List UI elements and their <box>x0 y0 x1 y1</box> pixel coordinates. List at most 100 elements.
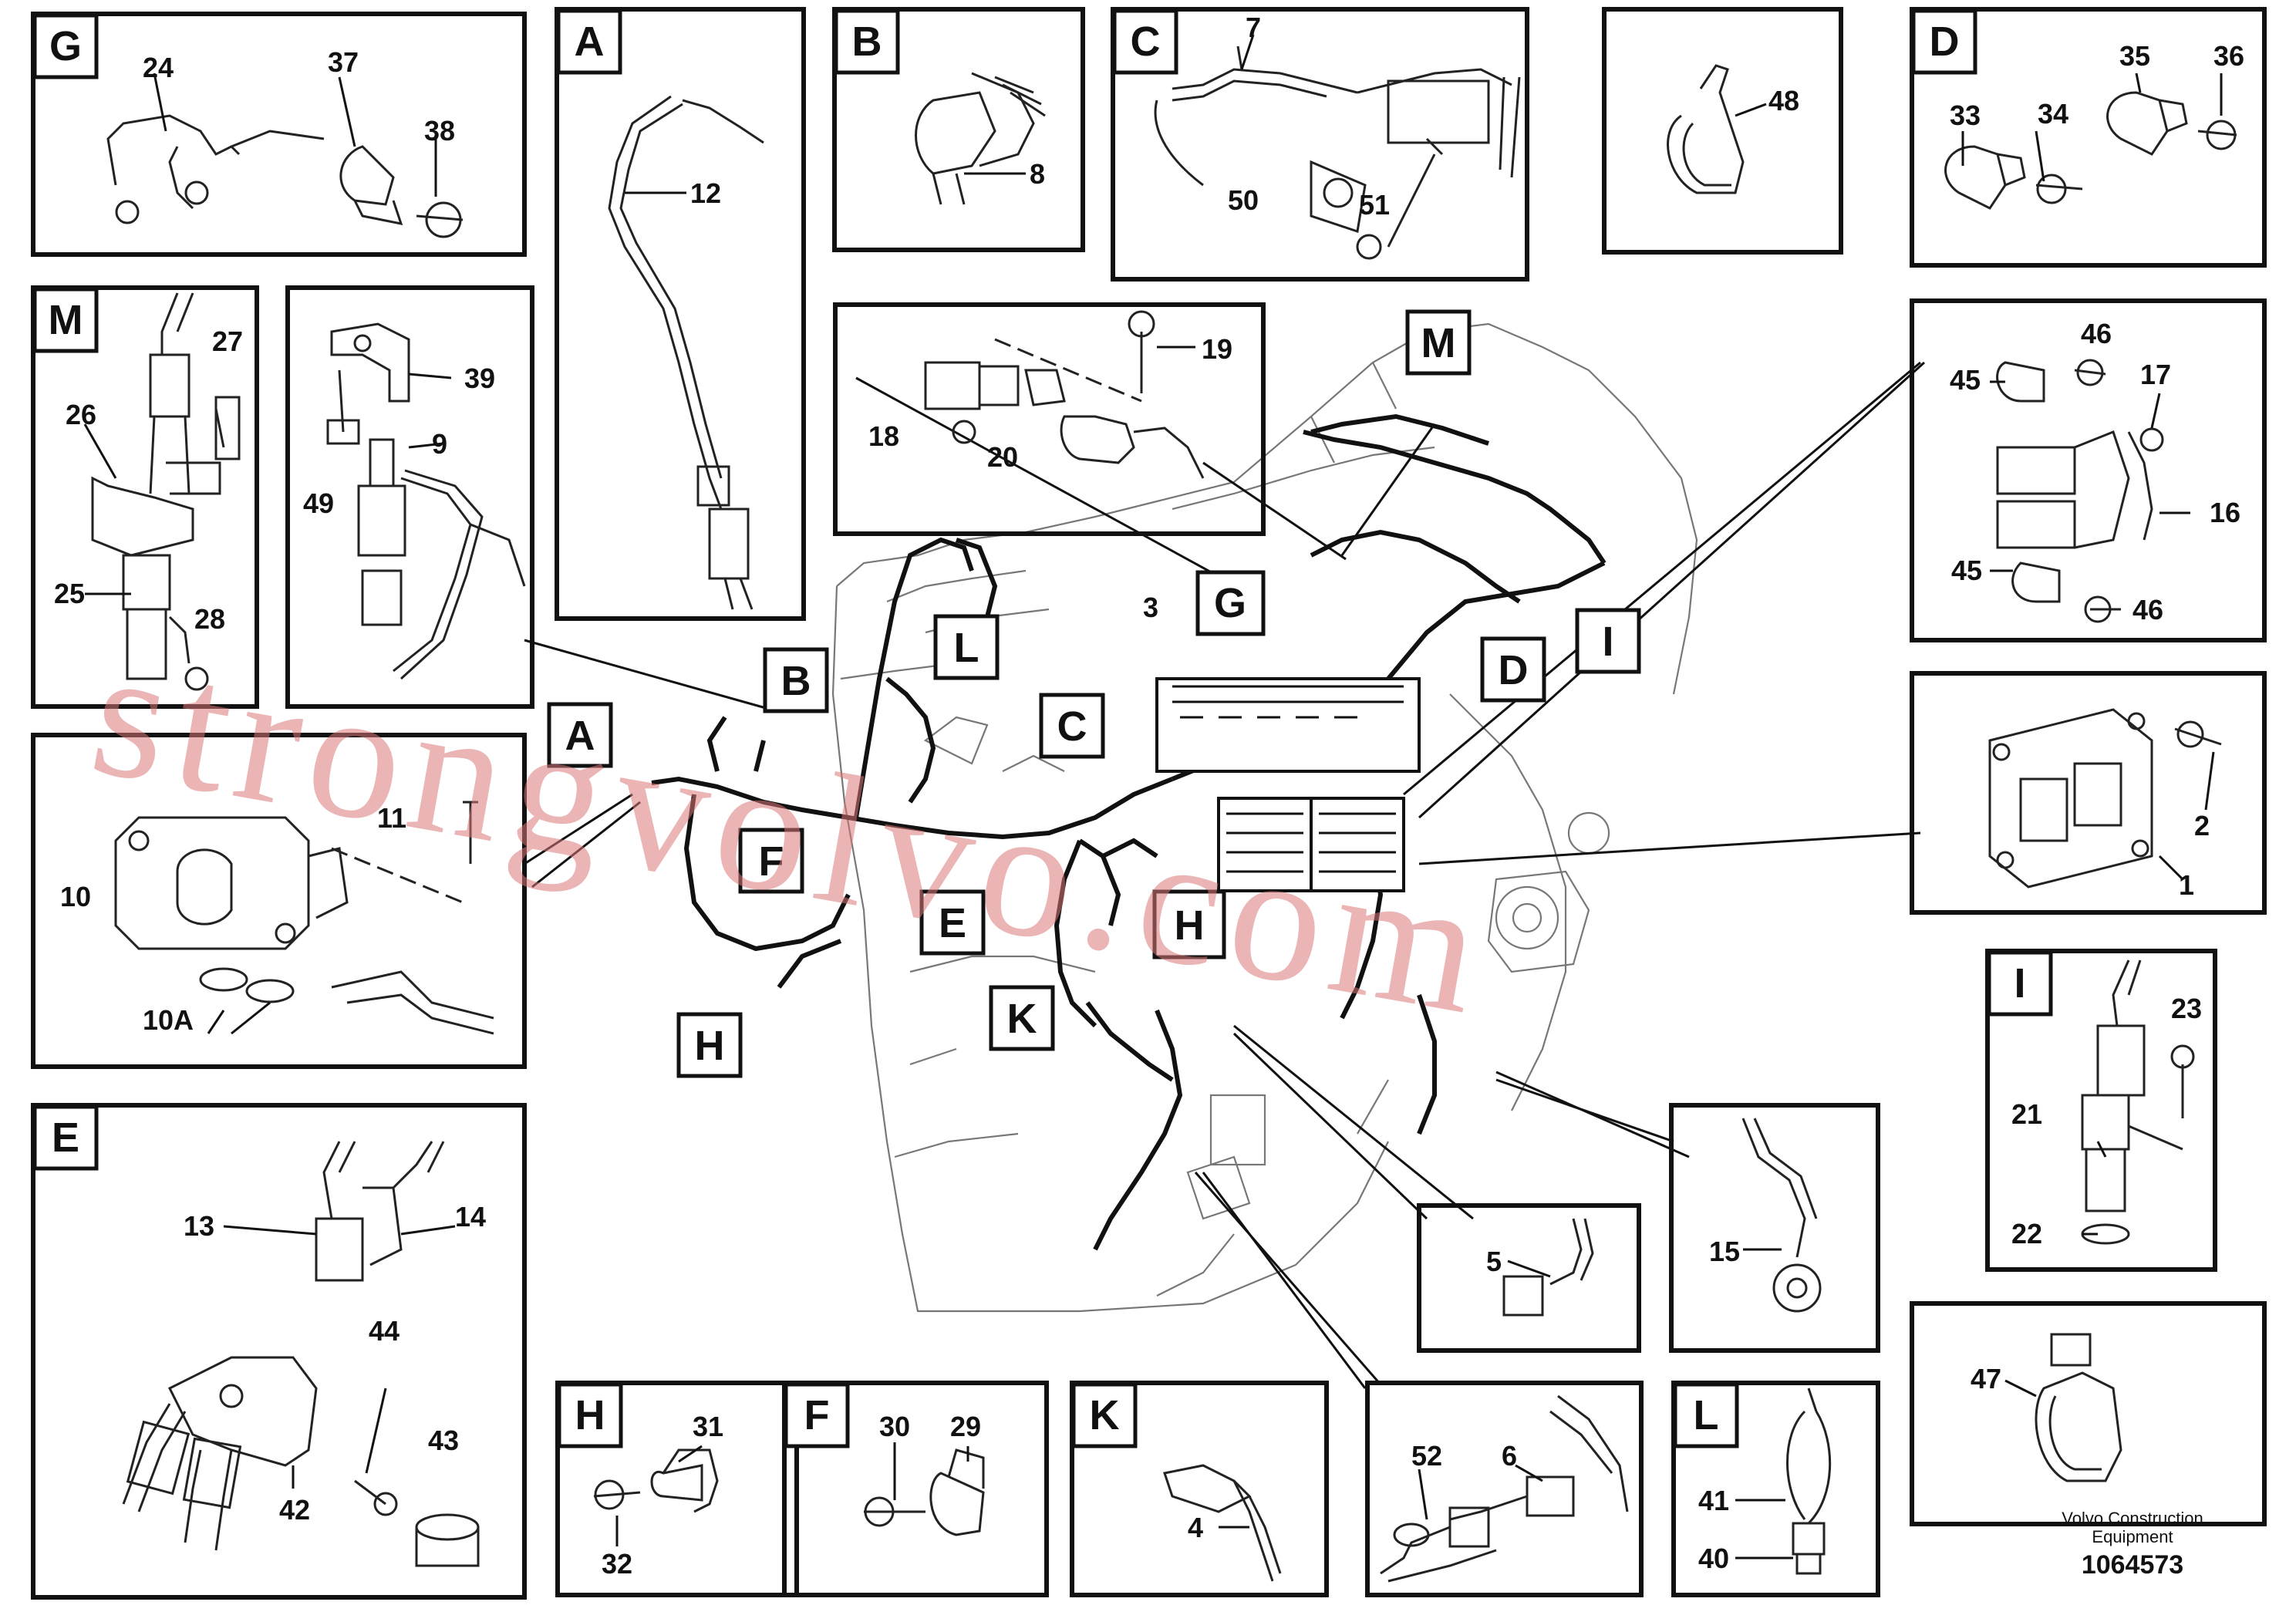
part-number-10: 10 <box>60 881 91 912</box>
detail-box-47 <box>1910 1301 2267 1526</box>
part-number-25: 25 <box>54 578 85 609</box>
part-number-18: 18 <box>868 420 899 452</box>
detail-box-d <box>1910 7 2267 268</box>
detail-box-5 <box>1417 1203 1641 1353</box>
part-number-39: 39 <box>464 363 495 394</box>
part-number-1: 1 <box>2179 869 2194 901</box>
part-number-32: 32 <box>602 1548 632 1580</box>
detail-letter-i: I <box>2014 960 2025 1007</box>
part-number-35: 35 <box>2119 40 2150 72</box>
callout-tags <box>547 309 1641 1078</box>
detail-letter-m: M <box>49 297 83 343</box>
callout-letter-c: C <box>1057 703 1087 750</box>
part-number-41: 41 <box>1698 1485 1729 1516</box>
part-number-14: 14 <box>455 1201 486 1233</box>
part-number-33: 33 <box>1950 99 1981 131</box>
part-number-46b: 46 <box>2132 594 2163 626</box>
part-number-37: 37 <box>328 46 359 78</box>
part-number-20: 20 <box>987 441 1018 473</box>
part-number-29: 29 <box>950 1411 981 1442</box>
part-number-3: 3 <box>1143 592 1158 623</box>
detail-box-52-6 <box>1365 1381 1644 1597</box>
part-number-10a: 10A <box>143 1004 194 1036</box>
callout-letter-l: L <box>954 625 979 671</box>
detail-box-1-2 <box>1910 671 2267 915</box>
part-number-27: 27 <box>212 325 243 357</box>
part-number-8: 8 <box>1030 158 1045 190</box>
detail-letter-f: F <box>804 1392 830 1438</box>
detail-letter-g: G <box>49 23 82 69</box>
engine-outline <box>831 322 1698 1313</box>
callout-letter-g: G <box>1214 580 1246 626</box>
detail-box-k <box>1070 1381 1329 1597</box>
part-number-21: 21 <box>2011 1098 2042 1130</box>
part-number-24: 24 <box>143 52 174 83</box>
part-number-36: 36 <box>2213 40 2244 72</box>
ecu-on-engine <box>1155 677 1421 892</box>
part-number-12: 12 <box>690 177 721 209</box>
part-number-31: 31 <box>693 1411 723 1442</box>
detail-box-l <box>1671 1381 1880 1597</box>
detail-letter-h: H <box>575 1392 605 1438</box>
detail-box-9-39 <box>285 285 534 709</box>
callout-letter-d: D <box>1499 647 1529 693</box>
detail-box-g <box>31 12 527 257</box>
part-number-30: 30 <box>879 1411 910 1442</box>
part-number-49: 49 <box>303 487 334 519</box>
part-number-28: 28 <box>194 603 225 635</box>
part-number-50: 50 <box>1228 184 1259 216</box>
detail-box-15 <box>1669 1103 1880 1353</box>
callout-letter-m: M <box>1421 320 1456 366</box>
detail-box-18-20 <box>833 302 1266 536</box>
part-number-45a: 45 <box>1950 364 1981 396</box>
part-number-2: 2 <box>2194 810 2210 841</box>
part-number-34: 34 <box>2038 98 2068 130</box>
part-number-9: 9 <box>432 428 447 460</box>
part-number-48: 48 <box>1768 85 1799 116</box>
detail-letter-e: E <box>52 1114 79 1161</box>
part-number-23: 23 <box>2171 993 2202 1024</box>
detail-letter-a: A <box>575 19 605 65</box>
callout-letter-e: E <box>939 900 966 946</box>
part-number-19: 19 <box>1202 333 1232 365</box>
detail-letter-d: D <box>1930 19 1960 65</box>
detail-box-48 <box>1602 7 1843 255</box>
part-number-6: 6 <box>1502 1440 1517 1472</box>
callout-letter-a: A <box>565 713 595 759</box>
part-number-43: 43 <box>428 1425 459 1456</box>
leader-lines <box>524 361 1926 1389</box>
part-number-52: 52 <box>1411 1440 1442 1472</box>
detail-letter-k: K <box>1090 1392 1120 1438</box>
part-number-47: 47 <box>1971 1363 2001 1394</box>
detail-box-i <box>1985 949 2217 1272</box>
footer-company-line1: Volvo Construction <box>2062 1509 2203 1528</box>
part-number-26: 26 <box>66 399 96 430</box>
callout-letter-k: K <box>1007 996 1037 1042</box>
detail-box-a <box>555 7 806 621</box>
detail-box-b <box>832 7 1085 252</box>
callout-letter-h2: H <box>695 1023 725 1069</box>
callout-letter-h1: H <box>1175 902 1205 949</box>
part-number-17: 17 <box>2140 359 2171 390</box>
part-number-4: 4 <box>1188 1512 1203 1543</box>
part-number-15: 15 <box>1709 1236 1740 1267</box>
detail-box-m <box>31 285 259 709</box>
part-number-22: 22 <box>2011 1218 2042 1249</box>
part-number-5: 5 <box>1486 1246 1502 1277</box>
detail-letter-b: B <box>852 19 882 65</box>
part-number-13: 13 <box>184 1210 214 1242</box>
detail-box-f <box>782 1381 1049 1597</box>
footer-company-line2: Equipment <box>2092 1527 2173 1546</box>
callout-letter-b: B <box>781 658 811 704</box>
detail-box-45-46 <box>1910 298 2267 642</box>
detail-box-h <box>555 1381 799 1597</box>
detail-letter-c: C <box>1131 19 1161 65</box>
callout-letter-f: F <box>759 838 784 885</box>
part-number-42: 42 <box>279 1494 310 1526</box>
detail-letter-l: L <box>1694 1392 1719 1438</box>
detail-box-10-11 <box>31 733 527 1069</box>
part-number-38: 38 <box>424 115 455 147</box>
callout-letter-i: I <box>1602 619 1613 665</box>
part-number-45b: 45 <box>1951 555 1982 586</box>
